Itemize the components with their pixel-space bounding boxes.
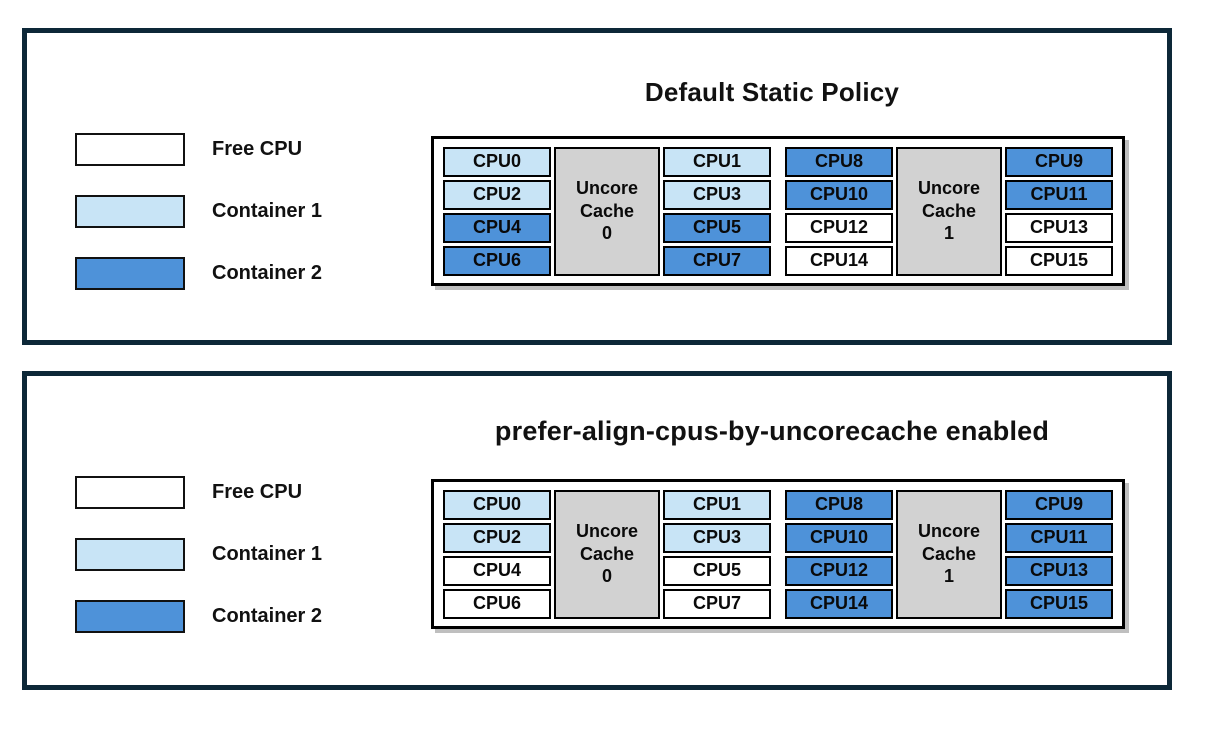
cpu-cell-cpu8: CPU8 xyxy=(785,489,893,520)
cpu-cell-cpu2: CPU2 xyxy=(443,179,551,210)
cpu-cell-cpu15: CPU15 xyxy=(1005,245,1113,276)
legend: Free CPU Container 1 Container 2 xyxy=(75,476,322,633)
page-title: prefer-align-cpus-by-uncorecache enabled xyxy=(494,416,1050,446)
legend-label: Free CPU xyxy=(212,138,303,160)
uncore-cache-label-line: 0 xyxy=(601,223,612,244)
cpu-cell-cpu4: CPU4 xyxy=(443,212,551,243)
cpu-cell-cpu10: CPU10 xyxy=(785,179,893,210)
cpu-cell-cpu12: CPU12 xyxy=(785,555,893,586)
legend-swatch-container1 xyxy=(75,195,185,228)
cpu-cell-cpu14: CPU14 xyxy=(785,245,893,276)
uncore-cache-label-line: Cache xyxy=(921,200,977,221)
uncore-cache-label-line: Cache xyxy=(579,200,635,221)
legend-label: Container 2 xyxy=(212,605,323,627)
legend-label: Container 1 xyxy=(212,543,323,565)
cpu-cell-cpu6: CPU6 xyxy=(443,245,551,276)
uncore-cache-label-line: Uncore xyxy=(917,521,980,542)
cpu-cell-cpu0: CPU0 xyxy=(443,146,551,177)
uncore-cache-label-line: Cache xyxy=(579,543,635,564)
panel-default-static-policy: Default Static Policy Free CPU Container … xyxy=(22,28,1172,345)
legend-swatch-free xyxy=(75,476,185,509)
uncore-cache-label-line: Uncore xyxy=(917,178,980,199)
cpu-cell-cpu4: CPU4 xyxy=(443,555,551,586)
panel-prefer-align-cpus-by-uncorecache: prefer-align-cpus-by-uncorecache enabled… xyxy=(22,371,1172,690)
legend-item-container-1: Container 1 xyxy=(75,538,322,571)
uncore-cache-label-line: Cache xyxy=(921,543,977,564)
legend-item-container-2: Container 2 xyxy=(75,600,322,633)
cpu-cell-cpu1: CPU1 xyxy=(663,146,771,177)
cpu-cell-cpu11: CPU11 xyxy=(1005,179,1113,210)
cpu-cell-cpu0: CPU0 xyxy=(443,489,551,520)
cpu-cell-cpu13: CPU13 xyxy=(1005,555,1113,586)
cpu-cell-cpu15: CPU15 xyxy=(1005,588,1113,619)
cpu-cell-cpu7: CPU7 xyxy=(663,588,771,619)
uncore-cache-label-line: 1 xyxy=(943,566,954,587)
legend-swatch-container2 xyxy=(75,257,185,290)
legend-swatch-container2 xyxy=(75,600,185,633)
legend-label: Container 1 xyxy=(212,200,323,222)
legend-swatch-container1 xyxy=(75,538,185,571)
cpu-cell-cpu14: CPU14 xyxy=(785,588,893,619)
uncore-cache-label-line: Uncore xyxy=(575,521,638,542)
cpu-cell-cpu12: CPU12 xyxy=(785,212,893,243)
cpu-cell-cpu11: CPU11 xyxy=(1005,522,1113,553)
cpu-cell-cpu13: CPU13 xyxy=(1005,212,1113,243)
page-title: Default Static Policy xyxy=(644,77,900,107)
legend-item-free-cpu: Free CPU xyxy=(75,133,322,166)
legend-item-container-1: Container 1 xyxy=(75,195,322,228)
uncore-cache-label-line: 0 xyxy=(601,566,612,587)
cpu-cell-cpu1: CPU1 xyxy=(663,489,771,520)
legend-swatch-free xyxy=(75,133,185,166)
cpu-cell-cpu9: CPU9 xyxy=(1005,146,1113,177)
cpu-cell-cpu2: CPU2 xyxy=(443,522,551,553)
legend-item-free-cpu: Free CPU xyxy=(75,476,322,509)
cpu-cell-cpu7: CPU7 xyxy=(663,245,771,276)
cpu-cell-cpu3: CPU3 xyxy=(663,179,771,210)
legend-label: Container 2 xyxy=(212,262,323,284)
legend-label: Free CPU xyxy=(212,481,303,503)
uncore-cache-label-line: Uncore xyxy=(575,178,638,199)
cpu-cell-cpu9: CPU9 xyxy=(1005,489,1113,520)
uncore-cache-label-line: 1 xyxy=(943,223,954,244)
cpu-cell-cpu3: CPU3 xyxy=(663,522,771,553)
cpu-cell-cpu10: CPU10 xyxy=(785,522,893,553)
cpu-cell-cpu5: CPU5 xyxy=(663,212,771,243)
cpu-cell-cpu8: CPU8 xyxy=(785,146,893,177)
cpu-cell-cpu5: CPU5 xyxy=(663,555,771,586)
legend: Free CPU Container 1 Container 2 xyxy=(75,133,322,290)
legend-item-container-2: Container 2 xyxy=(75,257,322,290)
cpu-cell-cpu6: CPU6 xyxy=(443,588,551,619)
